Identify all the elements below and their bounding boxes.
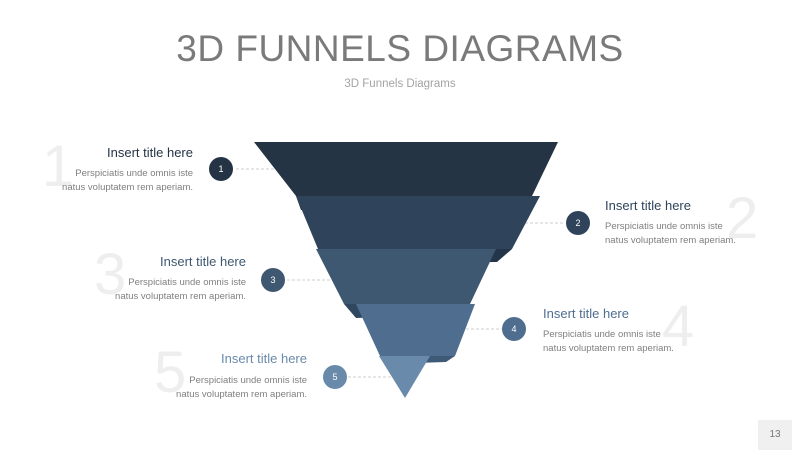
- big-number-5: 5: [154, 340, 187, 405]
- step-circle-1: 1: [209, 157, 233, 181]
- slide-subtitle: 3D Funnels Diagrams: [344, 78, 456, 90]
- item-4-title: Insert title here: [543, 306, 629, 321]
- big-number-3: 3: [94, 242, 127, 307]
- big-number-2: 2: [726, 186, 759, 251]
- item-2-title: Insert title here: [605, 198, 691, 213]
- item-2-text: Perspiciatis unde omnis iste natus volup…: [605, 221, 736, 246]
- step-circle-5: 5: [323, 365, 347, 389]
- funnel-level-1: [254, 142, 558, 196]
- step-circle-3: 3: [261, 268, 285, 292]
- item-5-title: Insert title here: [221, 351, 307, 366]
- item-5-text: Perspiciatis unde omnis iste natus volup…: [176, 375, 307, 400]
- step-circle-2: 2: [566, 211, 590, 235]
- item-3-text: Perspiciatis unde omnis iste natus volup…: [115, 277, 246, 302]
- funnel-level-4: [356, 304, 475, 356]
- big-number-1: 1: [42, 134, 75, 199]
- big-number-4: 4: [662, 294, 695, 359]
- item-3-title: Insert title here: [160, 254, 246, 269]
- item-1-text: Perspiciatis unde omnis iste natus volup…: [62, 168, 193, 193]
- item-1-title: Insert title here: [107, 145, 193, 160]
- funnel-level-5: [379, 356, 430, 398]
- slide-title: 3D FUNNELS DIAGRAMS: [176, 28, 624, 69]
- item-4-text: Perspiciatis unde omnis iste natus volup…: [543, 329, 674, 354]
- page-number: 13: [758, 420, 792, 450]
- funnel-level-3: [316, 249, 496, 304]
- step-circle-4: 4: [502, 317, 526, 341]
- funnel-level-2: [296, 196, 540, 249]
